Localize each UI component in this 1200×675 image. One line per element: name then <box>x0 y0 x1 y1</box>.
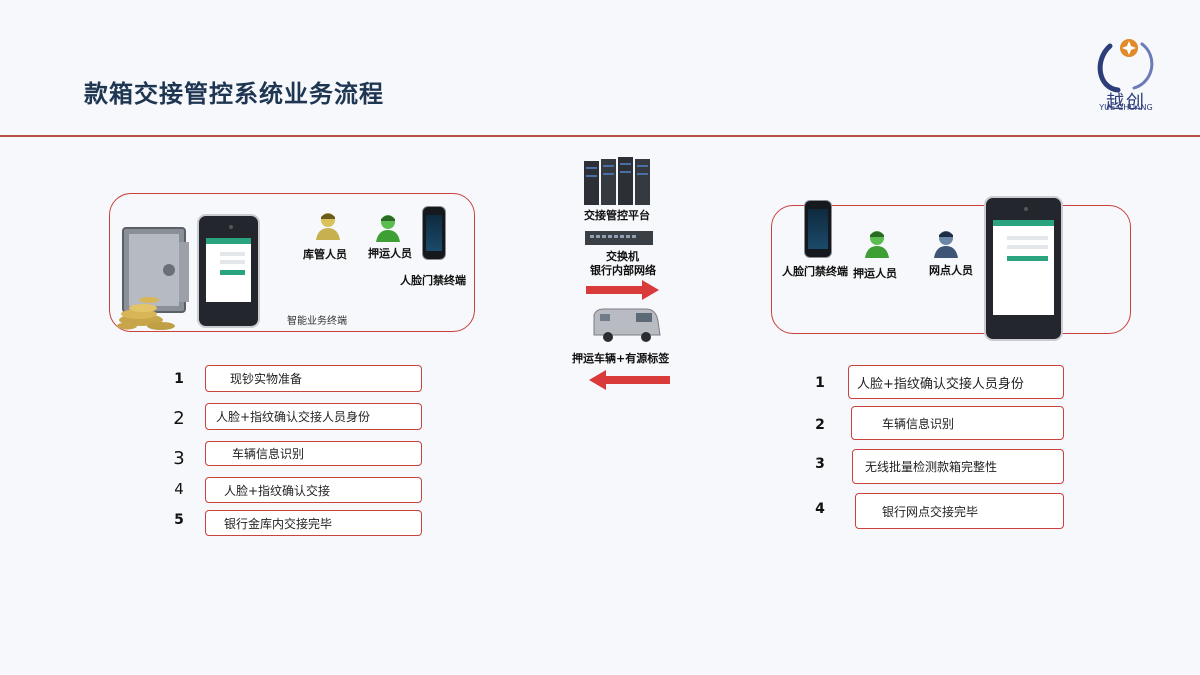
network-switch-icon <box>585 231 653 245</box>
vault-safe-icon <box>117 227 189 330</box>
smart-terminal-device <box>197 214 260 328</box>
role-face-terminal-right: 人脸门禁终端 <box>782 265 848 278</box>
network-label: 银行内部网络 <box>590 264 656 277</box>
escort-vehicle-icon <box>593 308 661 342</box>
left-step-1: 现钞实物准备 <box>205 365 422 392</box>
branch-zone <box>771 205 1131 334</box>
escort-staff-icon-right <box>865 231 889 258</box>
left-step-3: 车辆信息识别 <box>205 441 422 466</box>
right-step-4-number: 4 <box>815 501 825 517</box>
switch-label: 交换机 <box>606 250 639 263</box>
right-step-1-number: 1 <box>815 375 825 391</box>
vault-zone <box>109 193 475 332</box>
page-title: 款箱交接管控系统业务流程 <box>84 80 384 108</box>
smart-terminal-label: 智能业务终端 <box>287 316 347 327</box>
face-access-terminal-device <box>422 206 446 260</box>
left-step-1-number: 1 <box>174 371 184 387</box>
right-step-2: 车辆信息识别 <box>851 406 1064 440</box>
right-step-3: 无线批量检测款箱完整性 <box>852 449 1064 484</box>
arrow-right-icon <box>586 280 659 300</box>
branch-staff-icon <box>934 231 958 258</box>
escort-staff-icon <box>376 215 400 242</box>
left-step-2-number: 2 <box>173 408 185 429</box>
role-branch-staff: 网点人员 <box>929 264 973 277</box>
role-escort-staff: 押运人员 <box>368 247 412 260</box>
right-step-2-number: 2 <box>815 417 825 433</box>
right-step-1: 人脸+指纹确认交接人员身份 <box>848 365 1064 399</box>
right-step-4: 银行网点交接完毕 <box>855 493 1064 529</box>
left-step-3-number: 3 <box>173 448 185 469</box>
role-escort-staff-right: 押运人员 <box>853 267 897 280</box>
left-step-4: 人脸+指纹确认交接 <box>205 477 422 503</box>
platform-label: 交接管控平台 <box>584 209 650 222</box>
role-face-terminal: 人脸门禁终端 <box>400 274 466 287</box>
server-rack-icon <box>584 157 650 205</box>
logo-text-en: YUE CHUANG <box>1099 103 1153 112</box>
smart-terminal-device-right <box>984 196 1063 341</box>
vault-staff-icon <box>316 213 340 240</box>
logo-text-cn: 越创 <box>1106 92 1146 113</box>
vehicle-label: 押运车辆+有源标签 <box>572 352 670 365</box>
title-divider <box>0 135 1200 137</box>
left-step-5: 银行金库内交接完毕 <box>205 510 422 536</box>
right-step-3-number: 3 <box>815 456 825 472</box>
left-step-2: 人脸+指纹确认交接人员身份 <box>205 403 422 430</box>
left-step-5-number: 5 <box>174 512 184 528</box>
left-step-4-number: 4 <box>174 480 184 498</box>
yuechuang-logo-icon <box>1097 39 1154 93</box>
arrow-left-icon <box>589 370 670 390</box>
face-access-terminal-device-right <box>804 200 832 258</box>
role-vault-staff: 库管人员 <box>303 248 347 261</box>
